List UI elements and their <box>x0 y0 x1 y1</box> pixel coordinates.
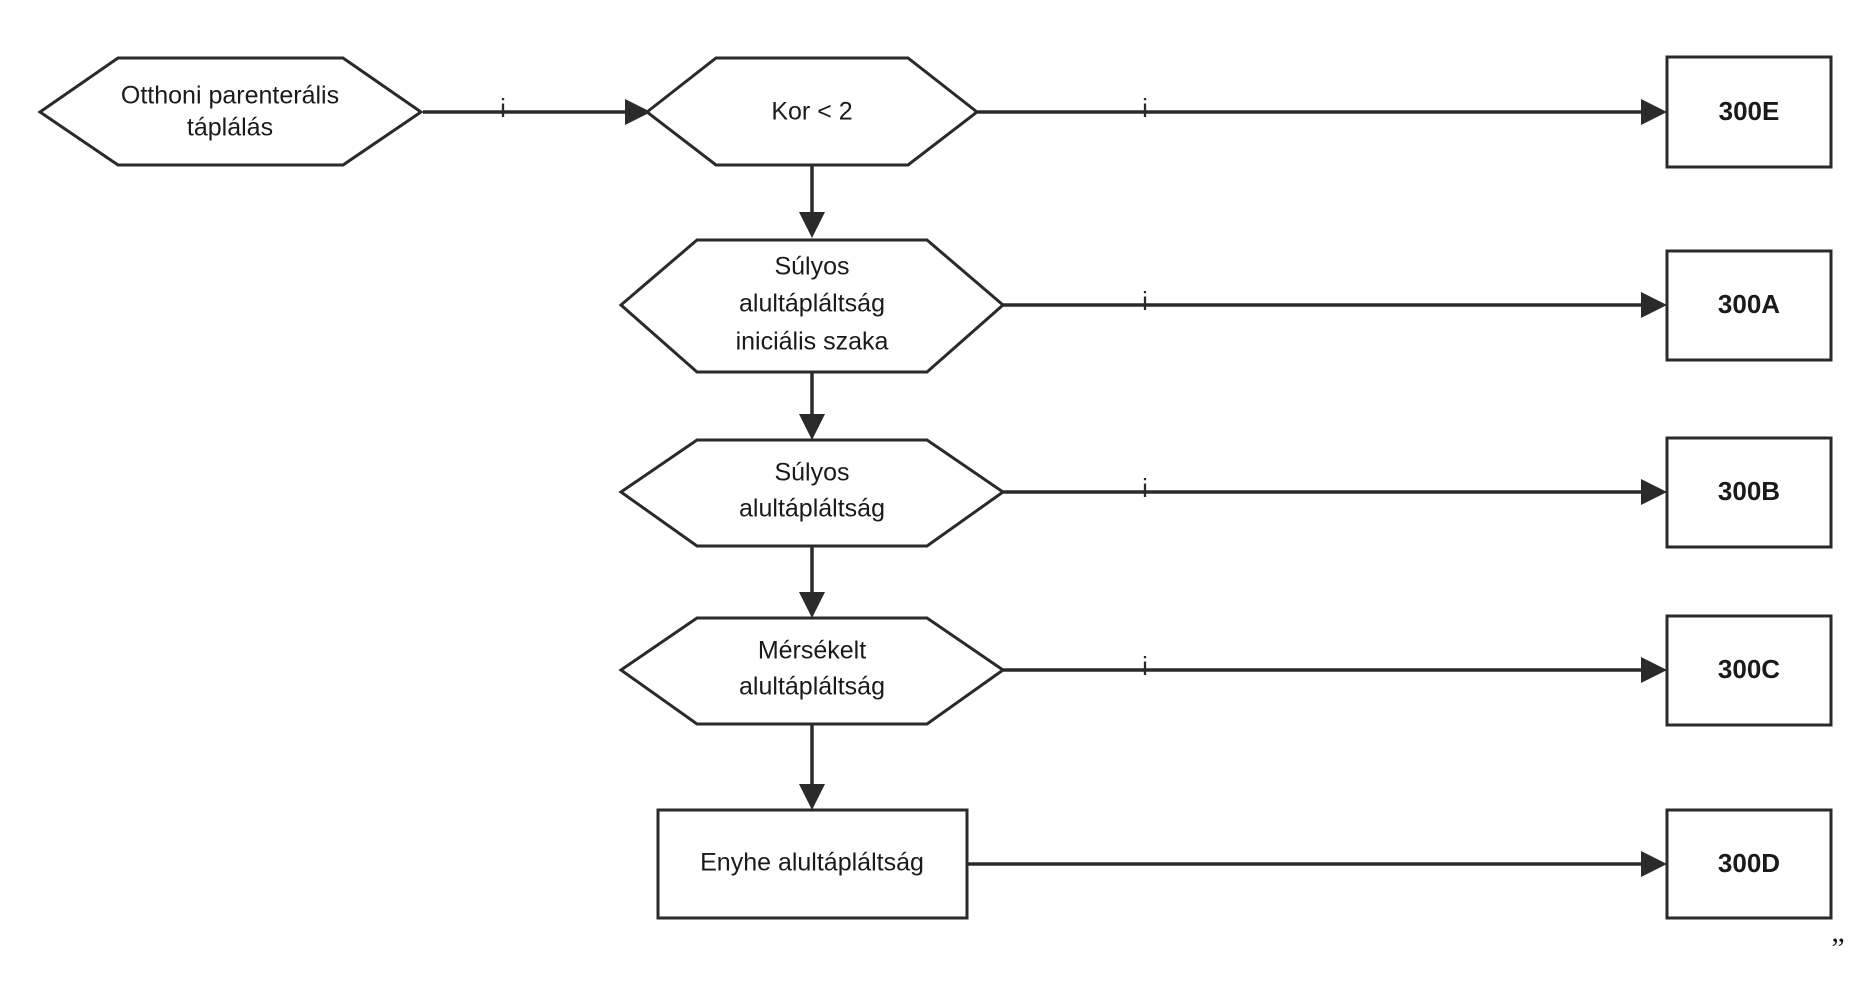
code-box-300c-label: 300C <box>1718 654 1780 684</box>
code-box-300a: 300A <box>1665 249 1833 362</box>
edge-mild-to-300d <box>967 851 1667 877</box>
node-severe-line-1: Súlyos <box>774 459 849 487</box>
code-box-300b-label: 300B <box>1718 476 1780 506</box>
node-age-check: Kor < 2 <box>644 56 980 167</box>
edge-severe-initial-to-severe <box>799 372 825 440</box>
node-age-check-line-1: Kor < 2 <box>771 98 852 126</box>
node-severe-line-2: alultápláltság <box>739 495 885 523</box>
edge-start-to-age <box>423 99 651 125</box>
code-box-300d: 300D <box>1665 808 1833 920</box>
edge-moderate-to-300c <box>1003 657 1667 683</box>
code-box-300e: 300E <box>1665 55 1833 169</box>
edge-label-start-to-age: i <box>500 93 506 123</box>
edge-moderate-to-mild <box>799 724 825 810</box>
code-box-300c: 300C <box>1665 614 1833 727</box>
code-box-300d-label: 300D <box>1718 848 1780 878</box>
node-moderate-line-1: Mérsékelt <box>758 637 866 665</box>
edge-label-age-to-300e: i <box>1142 93 1148 123</box>
node-moderate: Mérsékelt alultápláltság <box>618 616 1006 726</box>
node-severe-initial: Súlyos alultápláltság iniciális szaka <box>618 238 1006 374</box>
edge-severe-to-moderate <box>799 546 825 618</box>
edge-severe-to-300b <box>1003 479 1667 505</box>
node-severe-initial-line-3: iniciális szaka <box>736 328 889 356</box>
edge-age-to-severe-initial <box>799 165 825 238</box>
edge-label-severe-to-300b: i <box>1142 473 1148 503</box>
code-box-300b: 300B <box>1665 436 1833 549</box>
node-moderate-line-2: alultápláltság <box>739 673 885 701</box>
node-mild-line-1: Enyhe alultápláltság <box>700 849 924 877</box>
edge-severe-initial-to-300a <box>1003 292 1667 318</box>
node-severe-initial-line-2: alultápláltság <box>739 290 885 318</box>
closing-quotation-mark: ” <box>1831 932 1844 965</box>
node-mild: Enyhe alultápláltság <box>656 808 969 920</box>
node-start-line-1: Otthoni parenterális <box>121 82 339 110</box>
edge-age-to-300e <box>977 99 1667 125</box>
node-start: Otthoni parenterális táplálás <box>37 56 424 167</box>
node-severe-initial-line-1: Súlyos <box>774 253 849 281</box>
node-severe: Súlyos alultápláltság <box>618 438 1006 548</box>
code-box-300a-label: 300A <box>1718 289 1780 319</box>
node-start-line-2: táplálás <box>187 114 273 142</box>
edge-label-moderate-to-300c: i <box>1142 651 1148 681</box>
edge-label-severe-initial-to-300a: i <box>1142 286 1148 316</box>
code-box-300e-label: 300E <box>1719 96 1780 126</box>
